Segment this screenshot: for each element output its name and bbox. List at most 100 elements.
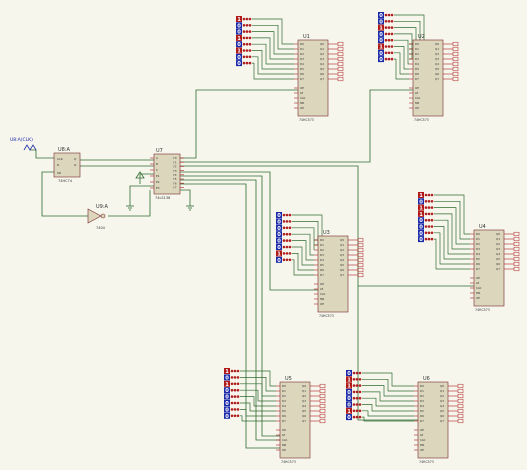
logic-state-probe[interactable]: 0: [224, 393, 240, 401]
logic-state-probe[interactable]: 1: [236, 47, 252, 55]
logic-state-probe[interactable]: 0: [276, 237, 292, 245]
output-terminal[interactable]: [452, 66, 459, 72]
logic-state-probe[interactable]: 0: [276, 256, 292, 264]
output-terminal[interactable]: [357, 262, 364, 268]
logic-state-probe[interactable]: 1: [418, 192, 434, 199]
logic-state-probe[interactable]: 1: [346, 382, 362, 390]
output-terminal[interactable]: [357, 252, 364, 258]
logic-state-probe[interactable]: 0: [346, 395, 362, 402]
output-terminal[interactable]: [513, 241, 520, 247]
output-terminal[interactable]: [457, 413, 464, 419]
output-terminal[interactable]: [319, 418, 326, 424]
output-terminal[interactable]: [319, 393, 326, 399]
logic-state-probe[interactable]: 0: [346, 370, 362, 377]
output-terminal[interactable]: [457, 398, 464, 404]
output-terminal[interactable]: [513, 266, 520, 272]
output-terminal[interactable]: [319, 388, 326, 394]
output-terminal[interactable]: [457, 403, 464, 409]
output-terminal[interactable]: [513, 236, 520, 242]
latch-u2[interactable]: U274HC573D0D1D2D3D4D5D6D7Q0Q1Q2Q3Q4Q5Q6Q…: [378, 12, 459, 122]
logic-state-probe[interactable]: 1: [418, 210, 434, 218]
logic-state-probe[interactable]: 0: [378, 12, 394, 19]
logic-state-probe[interactable]: 0: [378, 49, 394, 57]
logic-state-probe[interactable]: 0: [224, 406, 240, 413]
logic-state-probe[interactable]: 1: [346, 407, 362, 415]
output-terminal[interactable]: [337, 61, 344, 67]
output-terminal[interactable]: [319, 403, 326, 409]
output-terminal[interactable]: [337, 41, 344, 47]
output-terminal[interactable]: [452, 46, 459, 52]
logic-state-probe[interactable]: 0: [224, 374, 240, 381]
output-terminal[interactable]: [337, 66, 344, 72]
logic-state-probe[interactable]: 0: [276, 212, 292, 219]
output-terminal[interactable]: [452, 61, 459, 67]
output-terminal[interactable]: [513, 261, 520, 267]
logic-state-probe[interactable]: 0: [236, 53, 252, 61]
output-terminal[interactable]: [337, 51, 344, 57]
latch-u6[interactable]: U674HC573D0D1D2D3D4D5D6D7Q0Q1Q2Q3Q4Q5Q6Q…: [346, 370, 464, 464]
logic-state-probe[interactable]: 1: [236, 34, 252, 42]
output-terminal[interactable]: [457, 393, 464, 399]
logic-state-probe[interactable]: 1: [224, 380, 240, 388]
output-terminal[interactable]: [513, 231, 520, 237]
output-terminal[interactable]: [452, 76, 459, 82]
output-terminal[interactable]: [452, 71, 459, 77]
logic-state-probe[interactable]: 0: [378, 30, 394, 38]
logic-state-probe[interactable]: 0: [418, 217, 434, 224]
logic-state-probe[interactable]: 0: [236, 22, 252, 29]
logic-state-probe[interactable]: 0: [378, 18, 394, 25]
logic-state-probe[interactable]: 0: [418, 223, 434, 231]
output-terminal[interactable]: [457, 418, 464, 424]
output-terminal[interactable]: [357, 247, 364, 253]
logic-state-probe[interactable]: 0: [236, 41, 252, 48]
output-terminal[interactable]: [357, 257, 364, 263]
logic-state-probe[interactable]: 0: [378, 56, 394, 63]
logic-state-probe[interactable]: 0: [276, 244, 292, 251]
output-terminal[interactable]: [319, 408, 326, 414]
output-terminal[interactable]: [319, 383, 326, 389]
output-terminal[interactable]: [319, 398, 326, 404]
clock-source[interactable]: U8:A(CLK): [10, 137, 37, 151]
logic-state-probe[interactable]: 1: [236, 16, 252, 23]
logic-state-probe[interactable]: 1: [418, 204, 434, 212]
logic-state-probe[interactable]: 1: [378, 43, 394, 51]
output-terminal[interactable]: [452, 51, 459, 57]
latch-u3[interactable]: U374HC573D0D1D2D3D4D5D6D7Q0Q1Q2Q3Q4Q5Q6Q…: [276, 212, 364, 318]
output-terminal[interactable]: [319, 413, 326, 419]
logic-state-probe[interactable]: 0: [224, 412, 240, 420]
output-terminal[interactable]: [452, 56, 459, 62]
output-terminal[interactable]: [452, 41, 459, 47]
logic-state-probe[interactable]: 0: [346, 388, 362, 396]
logic-state-probe[interactable]: 1: [378, 24, 394, 32]
output-terminal[interactable]: [513, 246, 520, 252]
output-terminal[interactable]: [357, 272, 364, 278]
output-terminal[interactable]: [357, 237, 364, 243]
logic-state-probe[interactable]: 0: [346, 414, 362, 421]
logic-state-probe[interactable]: 1: [224, 368, 240, 375]
logic-state-probe[interactable]: 0: [418, 198, 434, 205]
chip-u9a[interactable]: U9:A 7404: [87, 204, 109, 230]
output-terminal[interactable]: [513, 256, 520, 262]
logic-state-probe[interactable]: 0: [224, 387, 240, 394]
logic-state-probe[interactable]: 0: [346, 401, 362, 409]
output-terminal[interactable]: [337, 76, 344, 82]
output-terminal[interactable]: [337, 71, 344, 77]
latch-u5[interactable]: U574HC573D0D1D2D3D4D5D6D7Q0Q1Q2Q3Q4Q5Q6Q…: [224, 368, 326, 464]
logic-state-probe[interactable]: 0: [236, 28, 252, 36]
output-terminal[interactable]: [337, 56, 344, 62]
logic-state-probe[interactable]: 0: [276, 231, 292, 238]
logic-state-probe[interactable]: 1: [276, 250, 292, 257]
chip-u8a[interactable]: U8:A 74HC74 CLK D SR Q Q: [53, 147, 81, 183]
latch-u4[interactable]: U474HC573D0D1D2D3D4D5D6D7Q0Q1Q2Q3Q4Q5Q6Q…: [418, 192, 520, 312]
output-terminal[interactable]: [337, 46, 344, 52]
logic-state-probe[interactable]: 0: [418, 236, 434, 243]
latch-u1[interactable]: U174HC573D0D1D2D3D4D5D6D7Q0Q1Q2Q3Q4Q5Q6Q…: [236, 16, 344, 122]
output-terminal[interactable]: [457, 383, 464, 389]
logic-state-probe[interactable]: 0: [236, 60, 252, 67]
output-terminal[interactable]: [513, 251, 520, 257]
logic-state-probe[interactable]: 0: [276, 224, 292, 232]
output-terminal[interactable]: [457, 408, 464, 414]
output-terminal[interactable]: [357, 267, 364, 273]
output-terminal[interactable]: [457, 388, 464, 394]
